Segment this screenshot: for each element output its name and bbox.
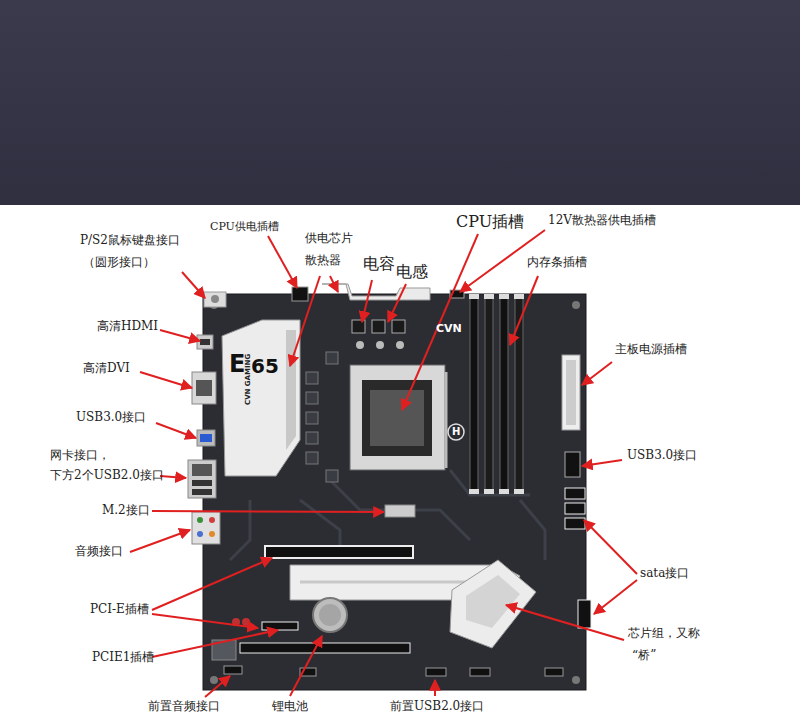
part-label: 锂电池: [272, 699, 308, 713]
part-label: 电感: [396, 262, 428, 281]
part-label: （圆形接口）: [83, 255, 155, 269]
part-label: CPU插槽: [456, 212, 524, 231]
part-label: USB3.0接口: [627, 448, 697, 462]
part-label: PCI-E插槽: [90, 602, 149, 616]
part-label: 12V散热器供电插槽: [548, 213, 656, 227]
board-marking: 65: [251, 354, 279, 378]
part-label: M.2接口: [102, 503, 150, 517]
part-label: 芯片组，又称: [628, 626, 700, 640]
part-label: 主板电源插槽: [615, 342, 687, 356]
part-label: P/S2鼠标键盘接口: [80, 233, 180, 247]
part-label: “桥”: [632, 648, 656, 662]
board-marking: H: [452, 426, 460, 438]
part-label: 供电芯片: [305, 231, 353, 245]
board-marking: CVN: [436, 322, 462, 335]
board-marking: E: [229, 350, 245, 379]
part-label: 电容: [363, 254, 395, 273]
part-label: 散热器: [305, 253, 341, 267]
board: [188, 284, 591, 690]
part-label: 内存条插槽: [527, 255, 587, 269]
board-marking: CVN GAMING: [244, 354, 252, 405]
part-label: sata接口: [640, 566, 689, 580]
part-label: PCIE1插槽: [92, 650, 154, 664]
part-label: CPU供电插槽: [210, 220, 279, 233]
part-label: 音频接口: [75, 544, 123, 558]
part-label: 高清HDMI: [97, 319, 158, 333]
part-label: 前置音频接口: [148, 699, 220, 713]
part-label: USB3.0接口: [76, 410, 146, 424]
top-band: [0, 0, 800, 205]
part-label: 高清DVI: [83, 361, 130, 375]
part-label: 前置USB2.0接口: [390, 699, 484, 713]
leader-arrows: [130, 230, 637, 697]
part-label: 下方2个USB2.0接口: [50, 468, 164, 482]
part-label: 网卡接口，: [50, 448, 110, 462]
